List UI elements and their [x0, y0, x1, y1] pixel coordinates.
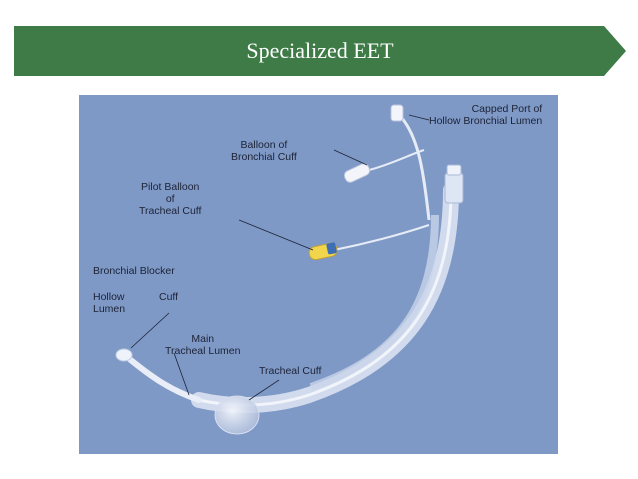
label-pilot-balloon: Pilot Balloon of Tracheal Cuff	[139, 181, 201, 217]
label-pilot-balloon-line2: of	[165, 193, 175, 205]
label-balloon-bronchial-line1: Balloon of	[240, 139, 288, 151]
tube-photo: Capped Port of Hollow Bronchial Lumen Ba…	[79, 95, 558, 454]
title-banner: Specialized EET	[14, 26, 626, 76]
label-capped-port-line2: Hollow Bronchial Lumen	[429, 115, 543, 127]
label-cuff: Cuff	[159, 291, 179, 303]
label-pilot-balloon-line1: Pilot Balloon	[141, 181, 200, 193]
endotracheal-tube-illustration	[115, 104, 464, 435]
banner-arrow-shape	[14, 26, 626, 76]
label-pilot-balloon-line3: Tracheal Cuff	[139, 205, 202, 217]
label-main-tracheal-line2: Tracheal Lumen	[165, 345, 241, 357]
label-bronchial-blocker: Bronchial Blocker	[93, 265, 175, 277]
label-capped-port-line1: Capped Port of	[471, 103, 543, 115]
label-hollow-lumen: Hollow Lumen	[93, 291, 125, 315]
label-balloon-bronchial-cuff: Balloon of Bronchial Cuff	[231, 139, 297, 163]
label-hollow-lumen-line2: Lumen	[93, 303, 126, 315]
slide-title: Specialized EET	[246, 38, 394, 63]
label-tracheal-cuff: Tracheal Cuff	[259, 365, 322, 377]
label-main-tracheal-line1: Main	[191, 333, 215, 345]
label-main-tracheal-lumen: Main Tracheal Lumen	[165, 333, 240, 357]
label-capped-port: Capped Port of Hollow Bronchial Lumen	[429, 103, 542, 127]
label-hollow-lumen-line1: Hollow	[93, 291, 125, 303]
label-balloon-bronchial-line2: Bronchial Cuff	[231, 151, 297, 163]
